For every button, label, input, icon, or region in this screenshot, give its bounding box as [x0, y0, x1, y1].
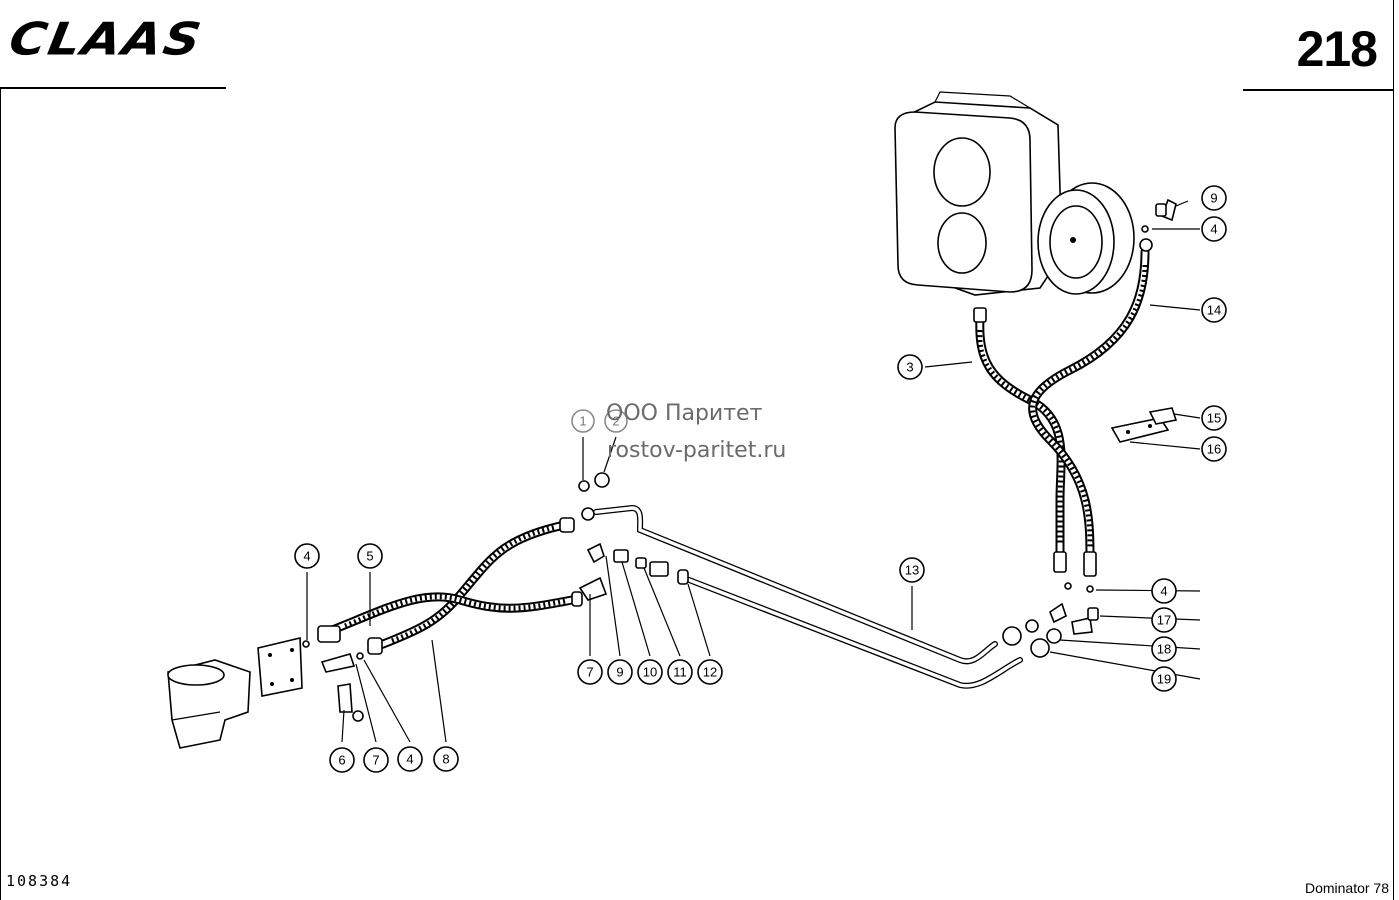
callout-14: 14 [1201, 297, 1227, 323]
header-rule-left [0, 87, 226, 89]
callout-7-bottom: 7 [363, 747, 389, 773]
svg-text:6: 6 [338, 753, 345, 768]
svg-text:9: 9 [616, 665, 623, 680]
watermark-company: ООО Паритет [606, 401, 763, 426]
callout-6: 6 [329, 747, 355, 773]
svg-text:19: 19 [1157, 672, 1171, 687]
svg-text:15: 15 [1207, 411, 1221, 426]
svg-text:18: 18 [1157, 642, 1171, 657]
hose-8 [367, 517, 575, 655]
callout-11: 11 [667, 659, 693, 685]
svg-text:3: 3 [906, 360, 913, 375]
fittings-1-2 [578, 472, 610, 492]
svg-text:13: 13 [905, 563, 919, 578]
pipe-12 [677, 569, 1023, 689]
callout-15: 15 [1201, 405, 1227, 431]
fittings-7-9-10-11 [578, 542, 669, 601]
tee-fitting-6-7 [302, 640, 364, 722]
leader-lines [306, 200, 1201, 743]
svg-text:9: 9 [1210, 191, 1217, 206]
callout-5: 5 [357, 543, 383, 569]
hydraulic-tank [167, 659, 251, 749]
svg-text:4: 4 [303, 549, 310, 564]
header-rule-right [1243, 89, 1393, 91]
frame-left-edge [0, 87, 1, 900]
callout-8: 8 [433, 746, 459, 772]
svg-text:10: 10 [643, 665, 657, 680]
model-name: Dominator 78 [1304, 880, 1389, 896]
svg-text:14: 14 [1207, 303, 1221, 318]
callout-13: 13 [899, 557, 925, 583]
pipe-13 [581, 504, 998, 665]
callout-16: 16 [1201, 436, 1227, 462]
drive-motor-housing [894, 91, 1063, 296]
svg-text:12: 12 [703, 665, 717, 680]
svg-text:17: 17 [1157, 613, 1171, 628]
callout-4-top: 4 [1201, 216, 1227, 242]
svg-text:11: 11 [673, 665, 687, 680]
elbow-fitting-9-top [1155, 198, 1177, 222]
callout-17: 17 [1151, 607, 1177, 633]
callout-3: 3 [897, 354, 923, 380]
svg-text:1: 1 [579, 414, 586, 429]
callout-4-bottom: 4 [397, 746, 423, 772]
callout-10: 10 [637, 659, 663, 685]
fittings-17-18-19 [1002, 582, 1099, 658]
svg-text:4: 4 [1210, 222, 1217, 237]
callout-9-top: 9 [1201, 185, 1227, 211]
watermark-url: rostov-paritet.ru [607, 438, 787, 463]
svg-text:7: 7 [586, 665, 593, 680]
callout-9-mid: 9 [607, 659, 633, 685]
seal-ring-4-top [1141, 225, 1149, 233]
callout-12: 12 [697, 659, 723, 685]
frame-right-edge [1393, 0, 1394, 900]
svg-text:5: 5 [366, 549, 373, 564]
pump-pulley [1037, 182, 1135, 295]
hose-14 [1028, 238, 1153, 577]
callout-2: 2 [604, 409, 628, 433]
hose-5 [317, 591, 583, 643]
hose-clamp-15-16 [1110, 407, 1178, 443]
callout-7-mid: 7 [577, 659, 603, 685]
svg-text:4: 4 [406, 752, 413, 767]
document-number: 108384 [6, 872, 73, 890]
callout-19: 19 [1151, 666, 1177, 692]
svg-text:8: 8 [442, 752, 449, 767]
svg-text:4: 4 [1160, 584, 1167, 599]
callout-4-right: 4 [1151, 578, 1177, 604]
callout-18: 18 [1151, 636, 1177, 662]
callout-4-left: 4 [294, 543, 320, 569]
svg-text:7: 7 [372, 753, 379, 768]
svg-text:2: 2 [612, 414, 619, 429]
valve-plate [257, 636, 303, 697]
callout-1: 1 [571, 409, 595, 433]
svg-text:16: 16 [1207, 442, 1221, 457]
page-number: 218 [1296, 21, 1378, 77]
